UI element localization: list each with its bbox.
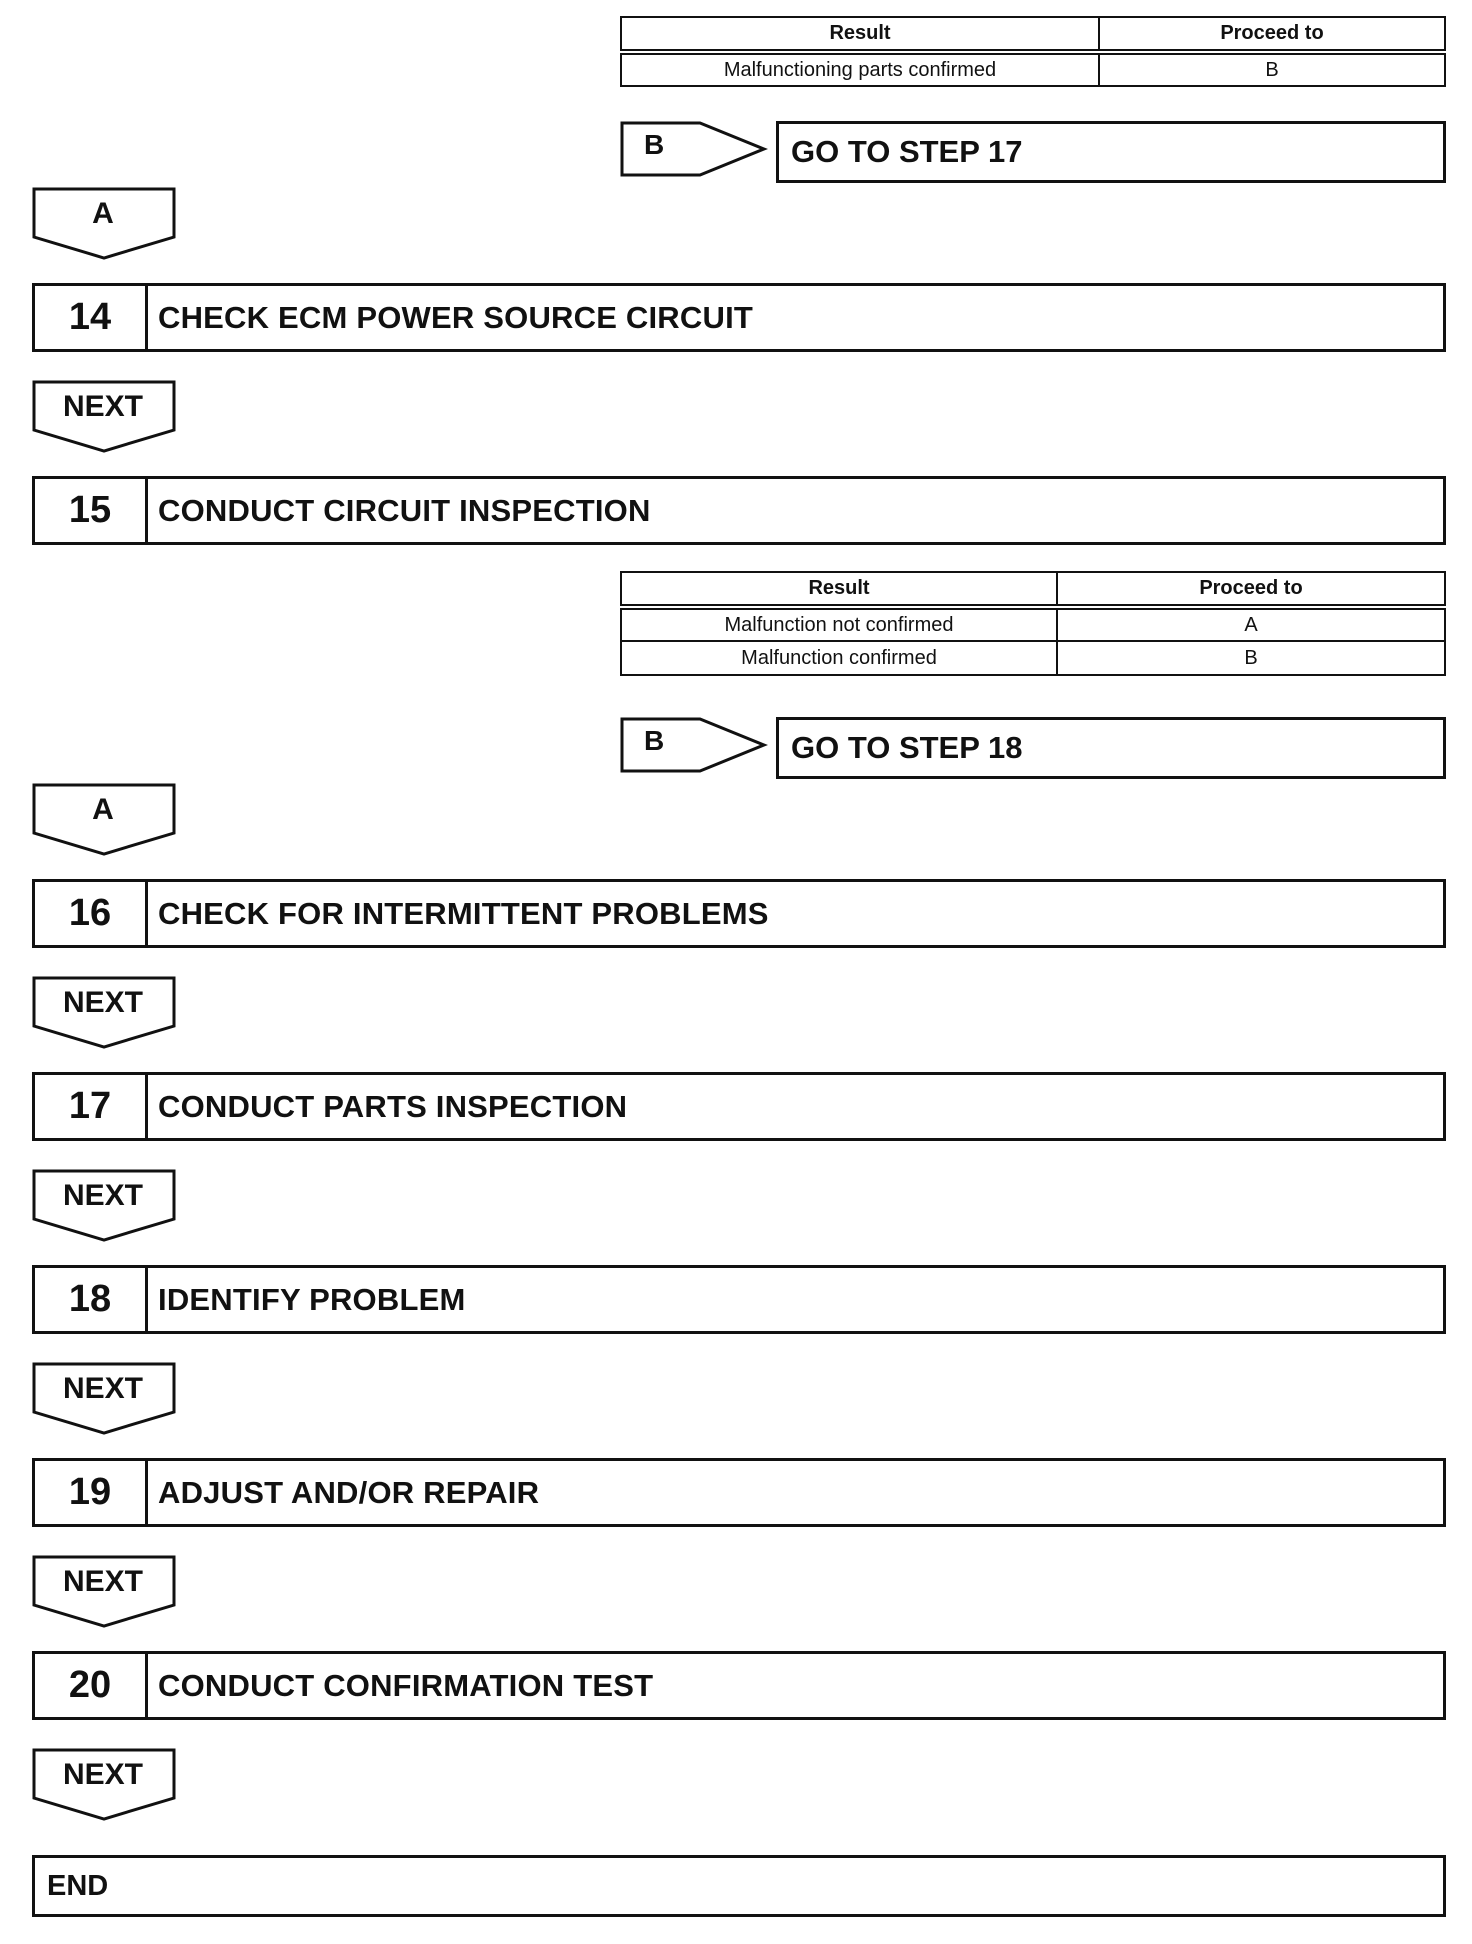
step-16: 16 CHECK FOR INTERMITTENT PROBLEMS — [32, 879, 1446, 948]
table-cell-result: Malfunction not confirmed — [620, 606, 1058, 642]
table-row: Malfunction confirmed B — [620, 640, 1446, 676]
branch-label: B — [644, 725, 665, 756]
step-number: 17 — [35, 1075, 148, 1138]
step-19: 19 ADJUST AND/OR REPAIR — [32, 1458, 1446, 1527]
table-cell-proceed: A — [1056, 606, 1446, 642]
next-label: NEXT — [62, 986, 143, 1019]
step-18: 18 IDENTIFY PROBLEM — [32, 1265, 1446, 1334]
next-arrow-after-19: NEXT — [32, 1555, 177, 1629]
down-arrow-shape — [32, 1748, 176, 1821]
next-label: NEXT — [62, 1179, 143, 1212]
step-title: CHECK FOR INTERMITTENT PROBLEMS — [158, 895, 769, 931]
branch-arrow-shape — [620, 121, 768, 177]
go-to-step-box[interactable]: GO TO STEP 18 — [776, 717, 1446, 779]
step-number: 20 — [35, 1654, 148, 1717]
step-title: IDENTIFY PROBLEM — [158, 1281, 466, 1317]
next-label: NEXT — [62, 1372, 143, 1405]
table-header-proceed: Proceed to — [1056, 571, 1446, 608]
flow-arrow-a: A — [32, 783, 177, 857]
step-number: 14 — [35, 286, 148, 349]
branch-label: B — [644, 129, 665, 160]
flow-arrow-a: A — [32, 187, 177, 261]
next-arrow-after-17: NEXT — [32, 1169, 177, 1243]
down-arrow-shape — [32, 1169, 176, 1242]
table-cell-proceed: B — [1098, 51, 1446, 87]
down-arrow-shape — [32, 187, 176, 260]
down-arrow-shape — [32, 1362, 176, 1435]
next-arrow-after-20: NEXT — [32, 1748, 177, 1822]
next-label: NEXT — [62, 1565, 143, 1598]
next-arrow-after-18: NEXT — [32, 1362, 177, 1436]
table-cell-result: Malfunctioning parts confirmed — [620, 51, 1100, 87]
table-cell-result: Malfunction confirmed — [620, 640, 1058, 676]
step-number: 18 — [35, 1268, 148, 1331]
step-number: 19 — [35, 1461, 148, 1524]
step-15: 15 CONDUCT CIRCUIT INSPECTION — [32, 476, 1446, 545]
next-label: NEXT — [62, 390, 143, 423]
step-17: 17 CONDUCT PARTS INSPECTION — [32, 1072, 1446, 1141]
result-table-1: Result Proceed to Malfunctioning parts c… — [620, 16, 1446, 87]
table-row: Malfunctioning parts confirmed B — [620, 51, 1446, 87]
down-arrow-shape — [32, 1555, 176, 1628]
step-20: 20 CONDUCT CONFIRMATION TEST — [32, 1651, 1446, 1720]
step-title: ADJUST AND/OR REPAIR — [158, 1474, 540, 1510]
step-title: CHECK ECM POWER SOURCE CIRCUIT — [158, 299, 754, 335]
go-to-step-box[interactable]: GO TO STEP 17 — [776, 121, 1446, 183]
step-title: CONDUCT PARTS INSPECTION — [158, 1088, 628, 1124]
branch-arrow-shape — [620, 717, 768, 773]
step-number: 16 — [35, 882, 148, 945]
table-header-proceed: Proceed to — [1098, 16, 1446, 53]
down-arrow-shape — [32, 783, 176, 856]
table-cell-proceed: B — [1056, 640, 1446, 676]
flow-arrow-label: A — [92, 197, 114, 230]
next-arrow-after-14: NEXT — [32, 380, 177, 454]
step-number: 15 — [35, 479, 148, 542]
result-table-2: Result Proceed to Malfunction not confir… — [620, 571, 1446, 676]
step-title: CONDUCT CIRCUIT INSPECTION — [158, 492, 651, 528]
flow-arrow-label: A — [92, 793, 114, 826]
table-header-result: Result — [620, 571, 1058, 608]
table-header-result: Result — [620, 16, 1100, 53]
next-arrow-after-16: NEXT — [32, 976, 177, 1050]
step-title: CONDUCT CONFIRMATION TEST — [158, 1667, 654, 1703]
branch-b-go-to-step-18[interactable]: B GO TO STEP 18 — [620, 717, 1450, 781]
down-arrow-shape — [32, 976, 176, 1049]
table-row: Malfunction not confirmed A — [620, 606, 1446, 642]
branch-b-go-to-step-17[interactable]: B GO TO STEP 17 — [620, 121, 1450, 185]
next-label: NEXT — [62, 1758, 143, 1791]
end-box: END — [32, 1855, 1446, 1917]
step-14: 14 CHECK ECM POWER SOURCE CIRCUIT — [32, 283, 1446, 352]
down-arrow-shape — [32, 380, 176, 453]
